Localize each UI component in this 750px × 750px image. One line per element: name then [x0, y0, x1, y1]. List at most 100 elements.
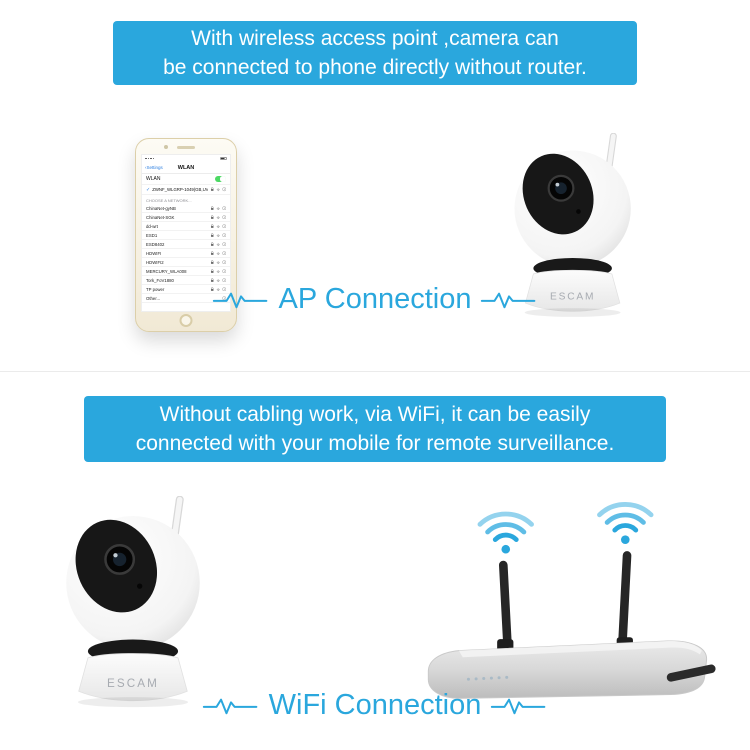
- network-row-icons: [210, 233, 227, 238]
- network-name: ESD8402: [146, 241, 165, 247]
- network-name: Other...: [146, 295, 161, 301]
- wifi-connection-label-row: WiFi Connection: [0, 689, 750, 722]
- ap-banner-line1: With wireless access point ,camera can: [191, 27, 559, 50]
- wifi-icon: [216, 261, 220, 265]
- ap-banner-line2: be connected to phone directly without r…: [163, 56, 587, 79]
- wifi-banner-line2: connected with your mobile for remote su…: [135, 432, 615, 455]
- connected-network-row: ✓ ZWNF_WLGRP-1049(GB,UVA): [142, 185, 230, 195]
- wifi-banner: Without cabling work, via WiFi, it can b…: [84, 396, 666, 462]
- wifi-signal-right-icon: [597, 502, 654, 544]
- wlan-nav-bar: ‹Settings WLAN: [142, 162, 230, 174]
- battery-icon: [220, 157, 227, 160]
- info-icon: [221, 187, 226, 192]
- network-name: ChinaNet-gyNB: [146, 205, 176, 211]
- info-icon: [221, 251, 226, 255]
- section-divider: [0, 371, 750, 372]
- ap-connection-label: AP Connection: [278, 283, 472, 315]
- lock-icon: [210, 242, 214, 246]
- wlan-toggle-label: WLAN: [146, 176, 161, 182]
- wlan-toggle-row: WLAN: [142, 174, 230, 185]
- info-icon: [221, 206, 226, 210]
- info-icon: [221, 224, 226, 228]
- ap-connection-label-row: AP Connection: [0, 283, 750, 316]
- info-icon: [221, 278, 226, 282]
- wifi-icon: [216, 225, 220, 229]
- lock-icon: [210, 187, 214, 192]
- router-side-antenna: [666, 664, 716, 682]
- wifi-icon: [216, 279, 220, 283]
- network-name: Tork_FoV1880: [146, 277, 174, 283]
- pulse-line-icon: [212, 292, 267, 308]
- wifi-network-row: Tork_FoV1880: [142, 276, 230, 285]
- ap-banner: With wireless access point ,camera can b…: [113, 21, 637, 85]
- info-icon: [221, 269, 226, 273]
- wifi-network-row: ChinaNet-gyNB: [142, 204, 230, 213]
- wifi-icon: [216, 243, 220, 247]
- lock-icon: [210, 224, 214, 228]
- phone-screen: ‹Settings WLAN WLAN ✓ ZWNF_WLGRP-1049(GB…: [141, 154, 231, 312]
- lock-icon: [210, 251, 214, 255]
- network-row-icons: [210, 269, 227, 274]
- wifi-network-row: HDWIFI2: [142, 258, 230, 267]
- network-name: dd-wrt: [146, 223, 158, 229]
- lock-icon: [210, 215, 214, 219]
- router-antennas: [497, 551, 633, 652]
- wifi-network-row: ChinaNet-SGK: [142, 213, 230, 222]
- lock-icon: [210, 278, 214, 282]
- pulse-line-icon: [481, 292, 536, 308]
- network-name: ESD1: [146, 232, 158, 238]
- info-icon: [221, 260, 226, 264]
- phone-home-button: [179, 314, 193, 327]
- wifi-network-row: HDWIFI: [142, 249, 230, 258]
- info-icon: [221, 242, 226, 246]
- wifi-icon: [216, 207, 220, 211]
- wifi-network-row: MERCURY_WLA008: [142, 267, 230, 276]
- network-row-icons: [210, 224, 227, 229]
- wifi-router-photo: [427, 502, 716, 699]
- lock-icon: [210, 269, 214, 273]
- network-name: ChinaNet-SGK: [146, 214, 175, 220]
- wifi-network-row: dd-wrt: [142, 222, 230, 231]
- network-name: HDWIFI: [146, 250, 162, 256]
- info-icon: [221, 233, 226, 237]
- phone-speaker: [177, 146, 195, 149]
- network-row-icons: [210, 278, 227, 283]
- wifi-icon: [216, 252, 220, 256]
- wifi-banner-line1: Without cabling work, via WiFi, it can b…: [159, 403, 591, 426]
- lock-icon: [210, 206, 214, 210]
- network-name: HDWIFI2: [146, 259, 164, 265]
- network-name: TP power: [146, 286, 165, 292]
- wifi-icon: [216, 188, 220, 192]
- network-row-icons: [210, 260, 227, 265]
- wifi-network-row: TP power: [142, 285, 230, 294]
- router-led-dots: [466, 675, 509, 681]
- info-icon: [221, 215, 226, 219]
- pulse-line-icon: [491, 698, 546, 714]
- wifi-network-row: ESD8402: [142, 240, 230, 249]
- phone-mockup: ‹Settings WLAN WLAN ✓ ZWNF_WLGRP-1049(GB…: [135, 138, 237, 332]
- network-row-icons: [210, 215, 227, 220]
- wifi-connection-label: WiFi Connection: [268, 689, 482, 721]
- wifi-signal-left-icon: [477, 511, 534, 554]
- phone-front-camera: [164, 145, 168, 149]
- wlan-toggle-switch: [215, 175, 226, 183]
- network-row-icons: [210, 242, 227, 247]
- wifi-icon: [216, 270, 220, 274]
- network-row-icons: [210, 206, 227, 211]
- wifi-network-row: Other...: [142, 294, 230, 303]
- wifi-network-row: ESD1: [142, 231, 230, 240]
- lock-icon: [210, 260, 214, 264]
- connected-network-name: ZWNF_WLGRP-1049(GB,UVA): [152, 187, 208, 192]
- choose-network-header: CHOOSE A NETWORK...: [146, 198, 192, 203]
- phone-status-bar: [142, 155, 230, 162]
- router-top-highlight: [458, 640, 702, 658]
- network-row-icons: [210, 251, 227, 256]
- wifi-icon: [216, 234, 220, 238]
- checkmark-icon: ✓: [146, 186, 151, 193]
- signal-dots-icon: [145, 157, 154, 160]
- wlan-title: WLAN: [177, 164, 195, 171]
- lock-icon: [210, 233, 214, 237]
- wifi-icon: [216, 216, 220, 220]
- pulse-line-icon: [202, 698, 257, 714]
